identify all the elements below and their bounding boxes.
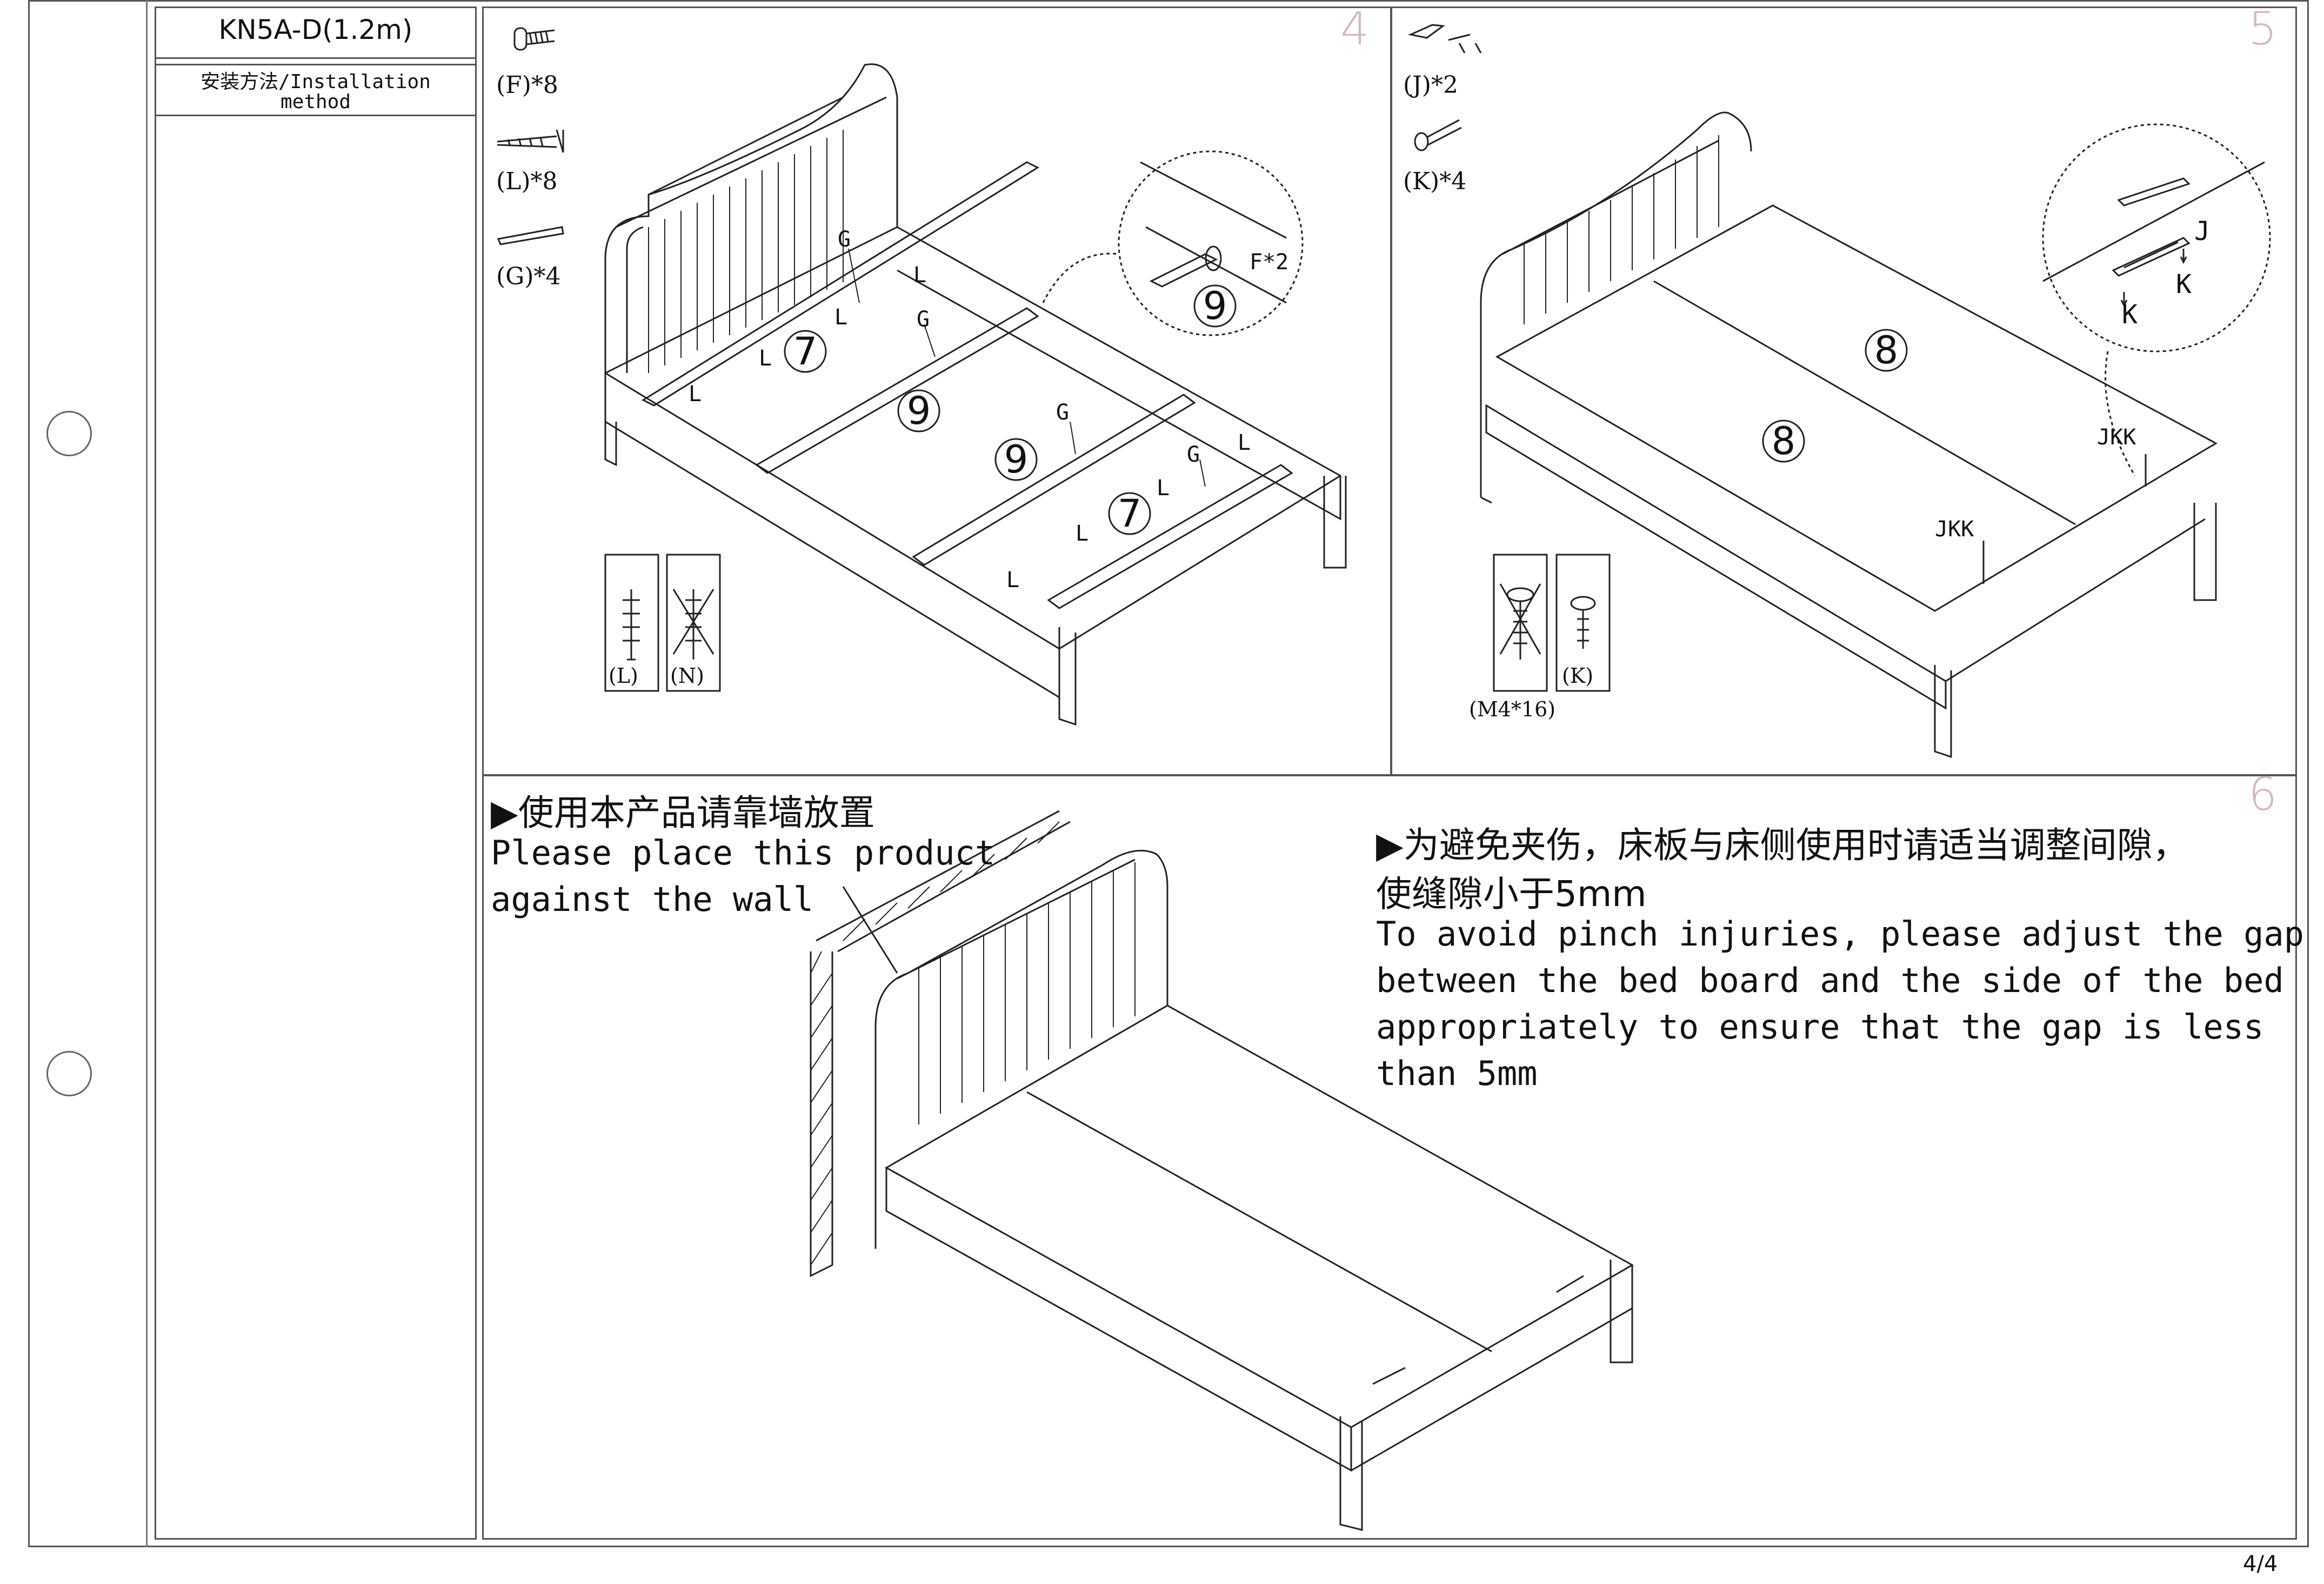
- binding-hole-top: [46, 411, 92, 456]
- panel-step6: [482, 774, 2297, 1540]
- model-name: KN5A-D(1.2m): [218, 14, 413, 45]
- part-label-l: (L)*8: [496, 168, 558, 195]
- gap-instruction-en-3: appropriately to ensure that the gap is …: [1376, 1007, 2264, 1047]
- callout-l: L: [1006, 568, 1020, 593]
- callout-l: L: [689, 382, 702, 407]
- wall-instruction-en-2: against the wall: [491, 880, 814, 919]
- board-number: 8: [1771, 419, 1796, 463]
- panel-step4: [482, 6, 1392, 776]
- part-label-g: (G)*4: [496, 263, 561, 290]
- callout-g: G: [1187, 442, 1200, 467]
- model-divider: [155, 57, 477, 59]
- gap-instruction-cn-2: 使缝隙小于5mm: [1376, 873, 1647, 915]
- callout-l: L: [759, 346, 772, 371]
- screw-note: (M4*16): [1469, 697, 1556, 721]
- screw-box-label-n: (N): [670, 664, 704, 688]
- slat-number: 9: [1004, 437, 1029, 482]
- gap-instruction-cn: ▶为避免夹伤，床板与床侧使用时请适当调整间隙，: [1376, 824, 2188, 866]
- callout-g: G: [1056, 400, 1070, 425]
- section-divider-2: [155, 115, 477, 116]
- gap-instruction-en: To avoid pinch injuries, please adjust t…: [1376, 914, 2305, 954]
- callout-g: G: [917, 307, 930, 332]
- screw-box-label-k: (K): [1562, 664, 1594, 688]
- slat-number: 9: [906, 389, 931, 433]
- wall-instruction-cn: ▶使用本产品请靠墙放置: [491, 792, 875, 834]
- panel-step5: [1390, 6, 2297, 776]
- board-number: 8: [1874, 328, 1899, 372]
- part-label-j: (J)*2: [1403, 71, 1458, 99]
- page-border: [28, 0, 2309, 1547]
- screw-box-label-l: (L): [609, 664, 638, 688]
- step-number-4: 4: [1340, 2, 1370, 55]
- zoom-label-k: K: [2122, 300, 2138, 330]
- jkk-label: JKK: [1935, 517, 1974, 542]
- callout-l: L: [1076, 521, 1089, 546]
- callout-l: L: [913, 263, 927, 288]
- step-number-5: 5: [2248, 2, 2278, 55]
- slat-number: 7: [793, 329, 818, 374]
- section-title-cont: method: [280, 91, 351, 113]
- section-divider: [155, 64, 477, 65]
- binding-hole-bottom: [46, 1051, 92, 1096]
- wall-instruction-en: Please place this product: [491, 833, 996, 873]
- slat-number: 7: [1117, 491, 1142, 536]
- binding-margin-line: [146, 0, 148, 1547]
- zoom-label-k: K: [2176, 269, 2192, 300]
- part-label-k: (K)*4: [1403, 168, 1467, 195]
- callout-l: L: [1157, 476, 1170, 501]
- title-block: [155, 6, 477, 1540]
- section-title: 安装方法/Installation: [201, 71, 431, 93]
- zoom-label-f: F*2: [1250, 250, 1289, 275]
- jkk-label: JKK: [2097, 425, 2136, 450]
- callout-l: L: [1238, 430, 1251, 455]
- step-number-6: 6: [2248, 768, 2278, 821]
- gap-instruction-en-2: between the bed board and the side of th…: [1376, 961, 2284, 1000]
- callout-l: L: [834, 305, 848, 330]
- page-number: 4/4: [2243, 1552, 2278, 1576]
- part-label-f: (F)*8: [496, 71, 558, 99]
- zoom-number: 9: [1203, 284, 1227, 328]
- gap-instruction-en-4: than 5mm: [1376, 1054, 1538, 1093]
- zoom-label-j: J: [2194, 216, 2210, 247]
- callout-g: G: [838, 227, 851, 252]
